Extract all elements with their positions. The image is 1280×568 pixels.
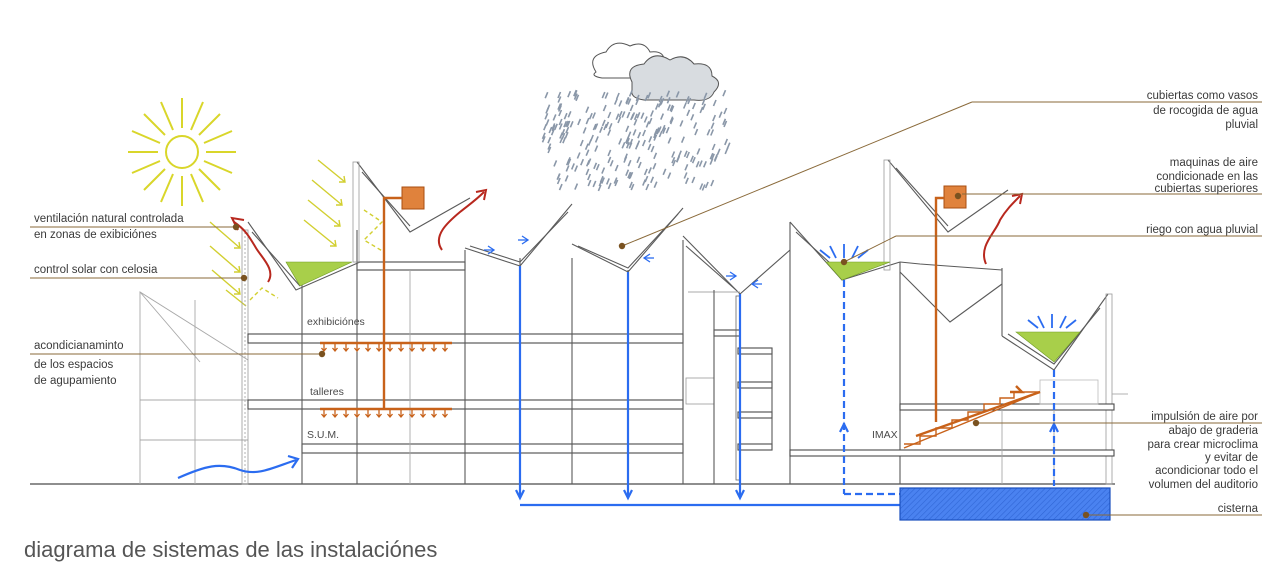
label-impulsion-6: volumen del auditorio [1149,479,1258,491]
right-labels: cubiertas como vasos de rocogida de agua… [1146,90,1258,515]
sun-icon [128,98,236,206]
label-impulsion-1: impulsión de aire por [1151,411,1258,423]
label-ventilacion-2: en zonas de exibiciónes [34,229,157,241]
space-sum: S.U.M. [307,429,339,441]
label-riego: riego con agua pluvial [1146,224,1258,236]
label-acond-2: de los espacios [34,359,114,371]
label-impulsion-2: abajo de graderia [1168,425,1258,437]
solar-rays [209,159,385,307]
label-impulsion-3: para crear microclima [1147,439,1258,451]
rain-icon [541,89,731,192]
label-ventilacion-1: ventilación natural controlada [34,213,184,225]
leader-lines [30,101,1262,519]
rainwater-system [177,235,1059,507]
green-roof-vessels [285,261,1081,363]
label-acond-3: de agupamiento [34,375,116,387]
building-section [30,159,1128,485]
left-labels: ventilación natural controlada en zonas … [34,213,184,387]
label-cubiertas-1: cubiertas como vasos [1147,90,1258,102]
label-control-solar: control solar con celosia [34,264,158,276]
sprinkler-icon [819,244,1077,329]
space-labels: exhibiciónes talleres S.U.M. IMAX [307,316,898,441]
cloud-icon [592,42,719,101]
hot-air-exhaust [230,188,1024,283]
label-maquinas-1: maquinas de aire [1170,157,1258,169]
label-impulsion-4: y evitar de [1205,452,1258,464]
label-maquinas-2: condicionade en las [1156,171,1258,183]
label-cubiertas-2: de rocogida de agua [1153,105,1258,117]
air-conditioning-system [320,185,1041,438]
label-acond-1: acondicianaminto [34,340,124,352]
cistern-icon [899,487,1111,521]
diagram-title: diagrama de sistemas de las instalacióne… [24,537,437,562]
air-diffusers [321,343,448,419]
auditorium-steps [903,391,1041,449]
space-imax: IMAX [872,429,898,441]
space-talleres: talleres [310,386,344,398]
label-maquinas-3: cubiertas superiores [1154,183,1258,195]
label-cisterna: cisterna [1218,503,1259,515]
space-exhibiciones: exhibiciónes [307,316,365,328]
label-cubiertas-3: pluvial [1225,119,1258,131]
label-impulsion-5: acondicionar todo el [1155,465,1258,477]
